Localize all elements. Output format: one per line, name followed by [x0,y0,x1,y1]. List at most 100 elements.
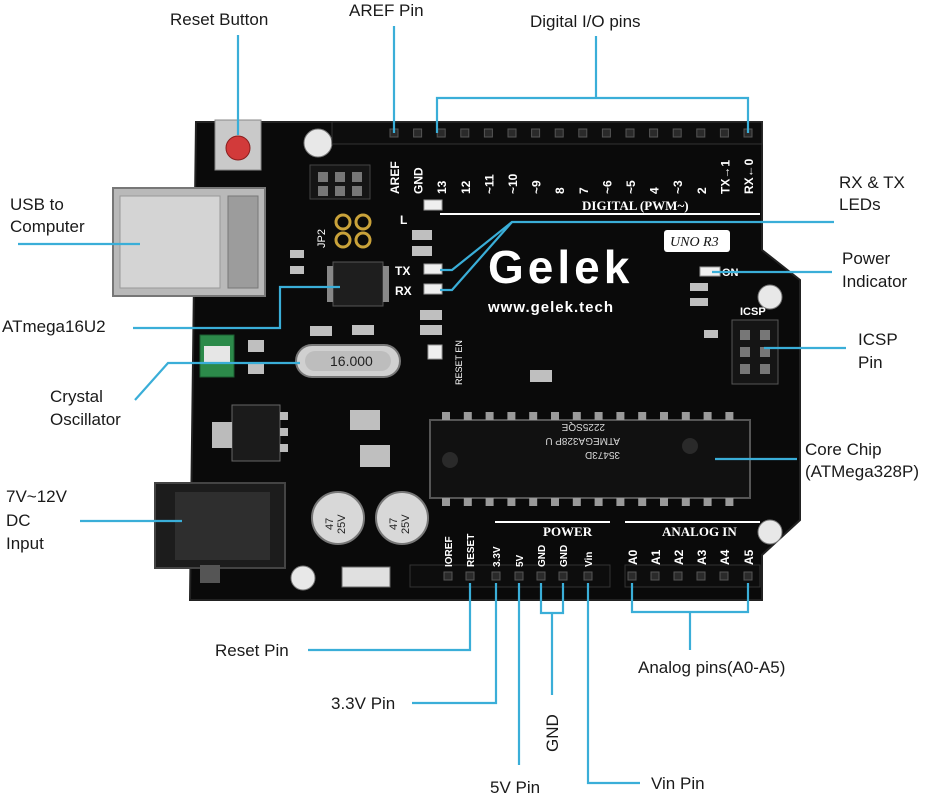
chip-leg [638,498,647,506]
digital-pin-hole[interactable] [554,128,564,138]
digital-pin-hole[interactable] [719,128,729,138]
jp2-label: JP2 [316,229,328,248]
digital-pin-label: 7 [577,187,591,194]
cap-text-2: 25V [336,514,348,534]
analog-pin-hole[interactable] [627,571,637,581]
leader-lines [18,26,846,785]
power-pin-hole[interactable] [443,571,453,581]
chip-leg [529,498,538,506]
model-label: UNO R3 [670,235,719,250]
digital-pin-hole[interactable] [436,128,446,138]
power-pin-hole[interactable] [491,571,501,581]
digital-pin-hole[interactable] [483,128,493,138]
l-label: L [400,213,407,227]
leader-crystal [134,361,300,401]
leader-rxtx [440,220,834,272]
leader-reset-pin [308,583,472,652]
usb-connector [112,187,266,297]
callout-core-1: Core Chip [805,440,882,459]
analog-pin-hole[interactable] [719,571,729,581]
brand-logo: Gelek [488,241,633,293]
chip-leg [485,498,494,506]
fuse [199,334,235,378]
power-pin-hole[interactable] [465,571,475,581]
power-pin-hole[interactable] [558,571,568,581]
chip-leg [681,412,690,420]
callout-core-2: (ATMega328P) [805,462,919,481]
digital-pin-label: ~9 [530,180,544,194]
digital-pin-label: AREF [388,161,402,194]
digital-pin-hole[interactable] [578,128,588,138]
power-pin-label: Vin [584,552,595,567]
callout-digital-io: Digital I/O pins [530,12,641,31]
digital-pin-hole[interactable] [625,128,635,138]
digital-pin-label: ~6 [600,180,614,194]
digital-pin-label: 8 [553,187,567,194]
digital-pin-hole[interactable] [696,128,706,138]
voltage-regulator [212,404,288,462]
power-pin-label: GND [559,545,570,567]
chip-leg [660,412,668,420]
jp2-header [309,164,372,249]
chip-line-2: 35473D [585,449,620,460]
mounting-hole [290,565,316,591]
analog-pin-hole[interactable] [650,571,660,581]
chip-leg [485,412,494,420]
analog-pin-hole[interactable] [673,571,683,581]
analog-pin-hole[interactable] [743,571,753,581]
leader-digital-bracket [435,96,750,133]
chip-leg [463,498,472,506]
capacitor [311,491,429,545]
cap-text-1: 47 [324,518,336,530]
callout-gnd: GND [543,714,562,752]
power-pin-hole[interactable] [536,571,546,581]
analog-pin-label: A3 [695,549,709,565]
diode [341,566,391,588]
smd-components [213,230,718,467]
chip-leg [507,498,516,506]
callout-vin-pin: Vin Pin [651,774,705,793]
digital-pin-hole[interactable] [413,128,423,138]
power-header [409,564,611,588]
digital-pin-hole[interactable] [601,128,611,138]
analog-pin-label: A5 [742,549,756,565]
tx-label: TX [395,264,410,278]
chip-leg [725,412,734,420]
leader-rxtx-b [440,221,513,292]
callout-usb-1: USB to [10,195,64,214]
analog-pin-hole[interactable] [696,571,706,581]
leader-atmega16u2 [133,285,340,330]
chip-leg [616,412,625,420]
chip-leg [551,412,559,420]
digital-pin-label: 12 [459,180,473,194]
cap-text-3: 47 [388,518,400,530]
chip-leg [442,412,450,420]
analog-pin-label: A0 [626,549,640,565]
digital-pin-label: GND [412,167,426,194]
digital-pin-hole[interactable] [531,128,541,138]
digital-pin-hole[interactable] [460,128,470,138]
digital-header [331,121,763,145]
mounting-hole [757,284,783,310]
chip-leg [681,498,690,506]
callout-crystal-1: Crystal [50,387,103,406]
reset-en-label: RESET EN [454,340,464,385]
callout-icsp-1: ICSP [858,330,898,349]
chip-leg [529,412,538,420]
model-badge [664,230,730,252]
rx-label: RX [395,284,412,298]
analog-label: ANALOG IN [662,524,737,539]
power-pin-hole[interactable] [514,571,524,581]
digital-pin-hole[interactable] [649,128,659,138]
power-pin-hole[interactable] [583,571,593,581]
digital-pin-label: ~11 [482,174,496,194]
chip-leg [594,498,603,506]
callout-crystal-2: Oscillator [50,410,121,429]
chip-leg [572,498,581,506]
chip-leg [660,498,668,506]
digital-pin-hole[interactable] [507,128,517,138]
power-pin-label: IOREF [444,536,455,567]
digital-pin-hole[interactable] [672,128,682,138]
